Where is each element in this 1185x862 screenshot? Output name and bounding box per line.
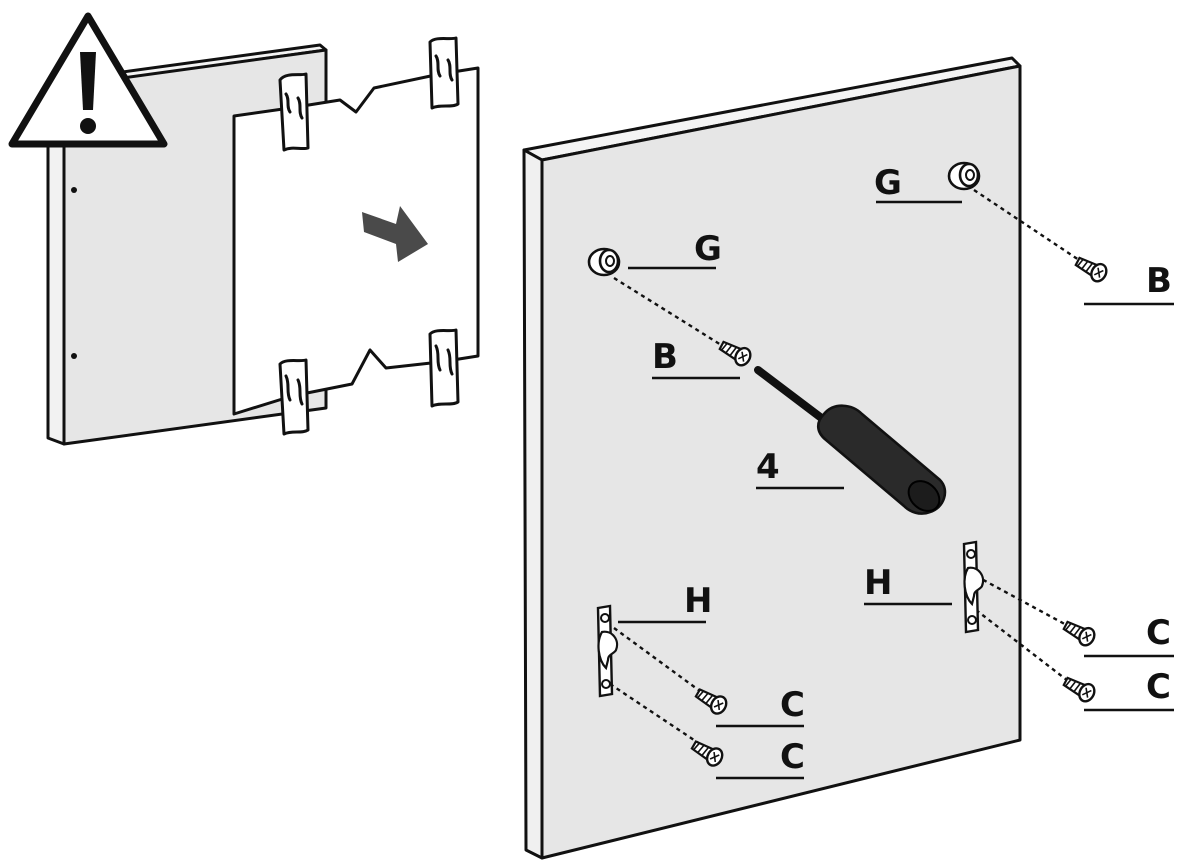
bumper-icon bbox=[587, 247, 621, 277]
guide-line bbox=[613, 276, 727, 350]
tape-strip bbox=[428, 36, 460, 110]
guide-line bbox=[609, 683, 701, 745]
arrow-right-icon bbox=[362, 206, 428, 262]
guide-line bbox=[975, 574, 1073, 630]
tape-strip bbox=[278, 358, 310, 436]
screw-icon bbox=[1060, 616, 1099, 650]
guide-line bbox=[613, 627, 705, 695]
label-c-right-1: C bbox=[1146, 613, 1171, 653]
label-h-left: H bbox=[684, 581, 712, 621]
label-c-left-1: C bbox=[780, 685, 805, 725]
screw-icon bbox=[1072, 252, 1111, 286]
label-b-left: B bbox=[652, 337, 678, 377]
tape-strip bbox=[278, 72, 310, 152]
label-tool-number: 4 bbox=[756, 447, 780, 487]
bumper-icon bbox=[947, 161, 981, 191]
screwdriver-icon bbox=[754, 366, 947, 515]
label-c-right-2: C bbox=[1146, 667, 1171, 707]
label-g-top: G bbox=[874, 163, 902, 203]
protective-sheet bbox=[232, 36, 480, 436]
label-b-top: B bbox=[1146, 261, 1172, 301]
screw-icon bbox=[1060, 672, 1099, 706]
tape-strip bbox=[428, 328, 460, 408]
label-c-left-2: C bbox=[780, 737, 805, 777]
label-g-left: G bbox=[694, 229, 722, 269]
guide-line bbox=[973, 189, 1083, 263]
main-panel bbox=[522, 56, 1022, 860]
warning-triangle-icon bbox=[8, 12, 168, 148]
label-h-right: H bbox=[864, 563, 892, 603]
